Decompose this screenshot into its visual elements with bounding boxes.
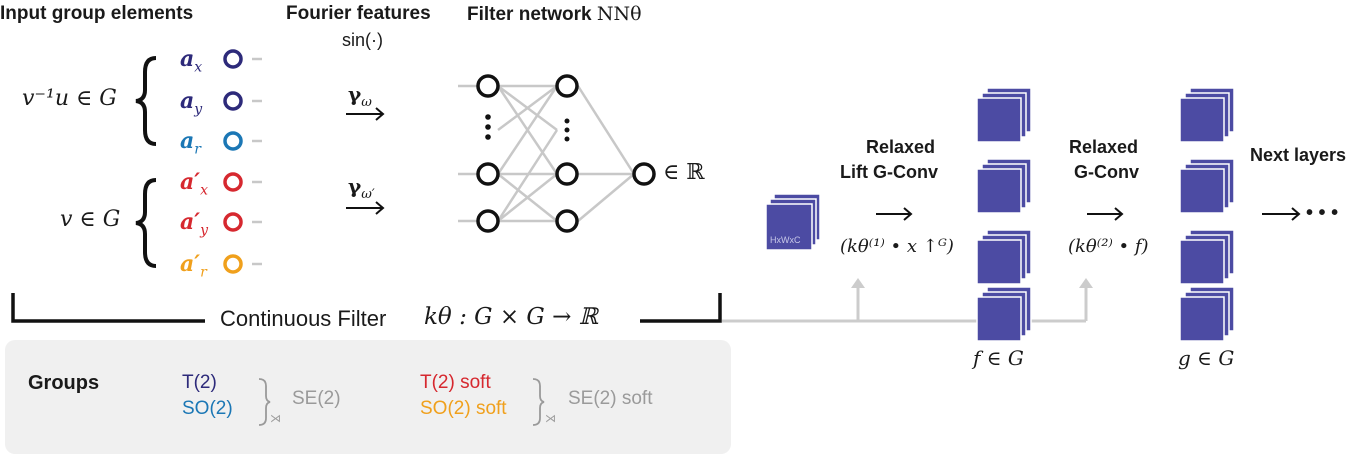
feature-map-stack	[1179, 87, 1235, 143]
node-apr	[223, 254, 243, 274]
group-so2: SO(2)	[182, 398, 233, 419]
groups-bracket-right	[532, 378, 545, 426]
input-element-label: a′x	[180, 169, 208, 198]
f-feature-stacks	[976, 87, 1032, 342]
continuous-filter-math: kθ : G × G → ℝ	[424, 304, 598, 330]
feature-map-stack	[976, 158, 1032, 214]
node-ax	[223, 49, 243, 69]
lift-title-line1: Relaxed	[866, 137, 936, 157]
gconv-title-line2: G-Conv	[1074, 162, 1139, 182]
filter-bracket-left	[11, 293, 205, 323]
feature-map-stack	[1179, 158, 1235, 214]
header-filter-network-math: NNθ	[596, 3, 642, 25]
input-dashes	[252, 57, 262, 266]
input-feature-stack	[765, 193, 821, 251]
semidirect-symbol-2: ⋊	[545, 413, 556, 425]
group-so2-soft: SO(2) soft	[420, 398, 507, 419]
header-fourier-features: Fourier features	[286, 3, 431, 24]
groups-panel	[5, 340, 731, 454]
element-subscript: r	[194, 141, 201, 158]
element-symbol: a	[180, 46, 195, 72]
header-filter-network: Filter network NNθ	[467, 3, 642, 26]
nn-node	[476, 209, 500, 233]
semidirect-symbol-1: ⋊	[270, 413, 281, 425]
nn-node	[555, 209, 579, 233]
element-subscript: x	[200, 182, 208, 199]
lift-title-line2: Lift G-Conv	[840, 162, 938, 182]
gamma-symbol: γ	[348, 82, 362, 106]
group-t2-soft: T(2) soft	[420, 372, 491, 393]
gamma-subscript: ω′	[361, 187, 375, 202]
g-label: g ∈ G	[1178, 346, 1235, 370]
gamma-omega-label: γω	[348, 82, 372, 110]
input-element-label: ay	[180, 88, 202, 117]
f-label: f ∈ G	[973, 346, 1024, 370]
pipeline-arrows	[876, 207, 1301, 221]
network-output-label: ∈ ℝ	[663, 160, 705, 185]
input-element-label: ax	[180, 46, 202, 75]
group1-label: v⁻¹u ∈ G	[22, 86, 117, 111]
element-subscript: x	[194, 59, 203, 76]
brace-group2	[135, 178, 157, 268]
feature-map-stack	[976, 87, 1032, 143]
input-element-label: a′r	[180, 251, 207, 280]
node-ar	[223, 131, 243, 151]
filter-bracket-right	[640, 293, 722, 323]
node-apy	[223, 212, 243, 232]
network-ellipsis	[485, 114, 570, 142]
input-nodes	[223, 49, 243, 274]
element-symbol: a	[180, 88, 195, 114]
continuous-filter-label: Continuous Filter	[220, 306, 387, 331]
feature-map-stack	[1179, 229, 1235, 285]
element-symbol: a′	[180, 251, 201, 277]
next-layers-dots: • • •	[1306, 202, 1339, 224]
filter-feed-arrowheads	[851, 278, 1093, 288]
feature-map-stack	[1179, 286, 1235, 342]
lift-formula: (kθ⁽¹⁾ • x ↑ᴳ)	[840, 236, 954, 257]
feature-map-stack	[976, 229, 1032, 285]
gamma-omega-prime-label: γω′	[348, 174, 375, 202]
fourier-arrows	[346, 107, 385, 215]
gconv-formula: (kθ⁽²⁾ • f)	[1068, 236, 1149, 257]
groups-title: Groups	[28, 372, 100, 394]
header-input-elements: Input group elements	[0, 3, 194, 24]
brace-group1	[135, 56, 157, 146]
element-symbol: a′	[180, 169, 201, 195]
element-symbol: a	[180, 128, 195, 154]
node-ay	[223, 91, 243, 111]
group-se2-soft: SE(2) soft	[568, 388, 653, 409]
nn-node	[555, 162, 579, 186]
g-feature-stacks	[1179, 87, 1235, 342]
group2-label: v ∈ G	[60, 207, 121, 232]
element-subscript: r	[200, 264, 207, 281]
element-subscript: y	[194, 101, 203, 118]
element-subscript: y	[200, 222, 208, 239]
gconv-title-line1: Relaxed	[1069, 137, 1139, 157]
input-element-label: ar	[180, 128, 201, 157]
network-edges	[458, 84, 636, 223]
nn-node	[476, 162, 500, 186]
feature-map-stack	[976, 286, 1032, 342]
filter-feed-lines	[722, 286, 1088, 323]
gamma-symbol: γ	[348, 174, 362, 198]
node-apx	[223, 172, 243, 192]
next-layers-label: Next layers	[1250, 145, 1347, 165]
group-t2: T(2)	[182, 372, 217, 393]
nn-node	[555, 74, 579, 98]
input-element-label: a′y	[180, 209, 208, 238]
network-nodes	[476, 74, 656, 233]
nn-node	[476, 74, 500, 98]
fourier-sin-label: sin(·)	[342, 30, 383, 50]
group-se2: SE(2)	[292, 388, 341, 409]
gamma-subscript: ω	[361, 95, 372, 110]
element-symbol: a′	[180, 209, 201, 235]
input-tag-label: HxWxC	[770, 235, 801, 245]
header-filter-network-text: Filter network	[467, 4, 597, 25]
nn-output-node	[632, 162, 656, 186]
groups-bracket-left	[258, 378, 271, 426]
